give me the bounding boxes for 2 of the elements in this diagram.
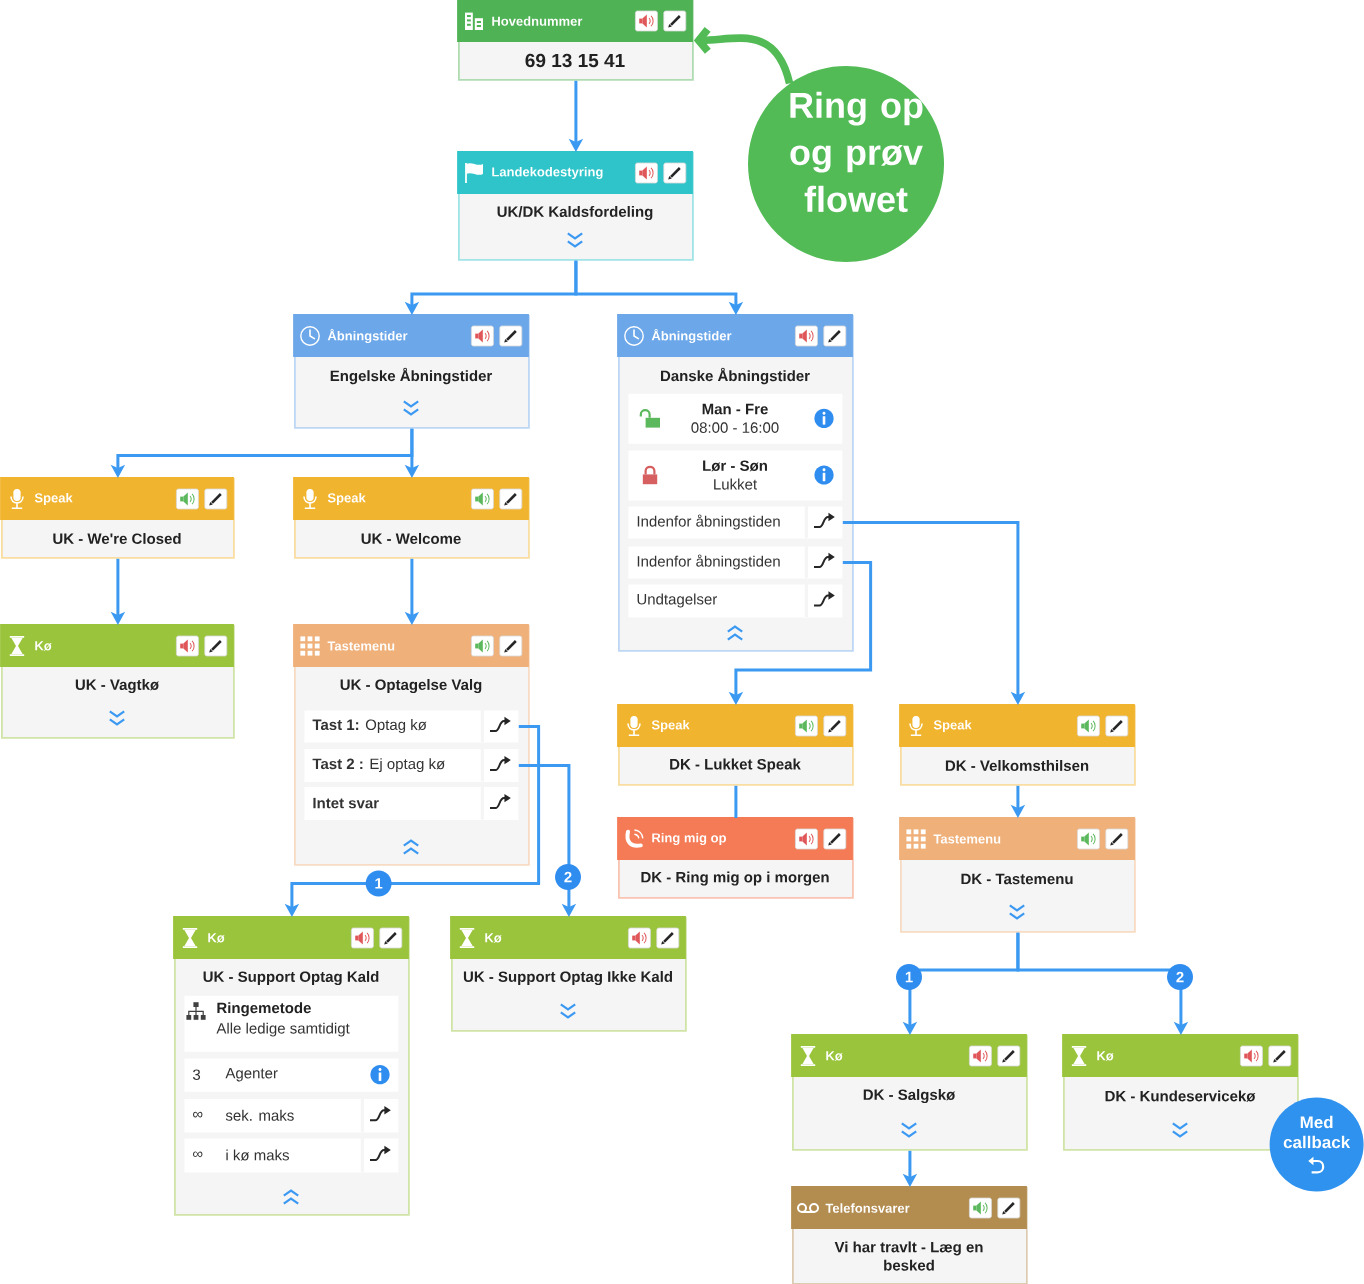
callout-bubble: Ring op og prøv flowet	[748, 66, 944, 262]
callout-bubble: Med callback	[1269, 1097, 1364, 1192]
